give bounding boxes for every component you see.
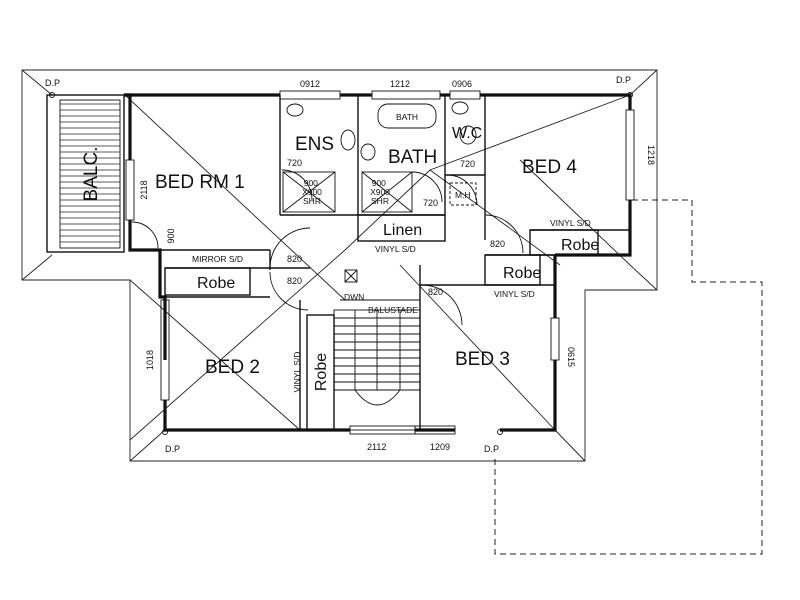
label-shower-ens-text: 900 [304, 178, 318, 188]
room-label-balcony: BALC. [81, 147, 102, 202]
downpipe-bottom-right: D.P [484, 444, 499, 454]
door-size-bed1: 820 [287, 254, 302, 264]
window-code-left-bed1: 2118 [139, 180, 149, 199]
room-label-robe-bed2: Robe [313, 353, 330, 391]
window-code-top-bath: 1212 [390, 79, 410, 89]
window-code-right-bed4: 1218 [646, 145, 656, 165]
shower-label-line: X900 [370, 187, 390, 197]
room-label-bed3: BED 3 [455, 349, 510, 370]
window-code-left-bed2: 1018 [145, 350, 155, 370]
door-size-wc: 720 [460, 159, 475, 169]
shower-label-line: SHR [303, 196, 321, 206]
downpipe-marker-bottom-left [162, 429, 168, 435]
label-stair-down: DWN [344, 292, 364, 302]
room-label-linen: Linen [383, 222, 422, 239]
room-label-ensuite: ENS [295, 134, 334, 155]
label-shower-bath-text: 900 [372, 178, 386, 188]
external-walls [124, 93, 632, 432]
bath-tub [377, 103, 437, 129]
room-label-robe-bed3: Robe [503, 265, 541, 282]
door-size-bath: 720 [423, 198, 438, 208]
room-label-bath: BATH [388, 147, 437, 168]
downpipe-top-right: D.P [616, 75, 631, 85]
window-code-right-bed3: 0615 [566, 347, 576, 367]
note-vinyl-sd-bed3: VINYL S/D [494, 289, 535, 299]
fixtures [282, 101, 477, 283]
shower-label-line: SHR [371, 196, 389, 206]
downpipe-marker-bottom-right [497, 429, 503, 435]
note-vinyl-sd-linen: VINYL S/D [375, 244, 416, 254]
toilet-ens [340, 129, 356, 151]
room-label-robe-bed4: Robe [561, 237, 599, 254]
note-vinyl-sd-bed4: VINYL S/D [550, 218, 591, 228]
downpipe-marker-top-right [627, 92, 633, 98]
window-code-top-wc: 0906 [452, 79, 472, 89]
toilet-wc [459, 125, 477, 145]
door-size-bed2: 820 [287, 276, 302, 286]
window-code-bottom-stair: 2112 [367, 442, 386, 452]
lower-floor-outline [494, 199, 763, 555]
door-size-bed1-side: 900 [166, 228, 176, 243]
basin-wc [451, 101, 469, 115]
shower-label-line: X900 [302, 187, 322, 197]
downpipe-top-left: D.P [45, 78, 60, 88]
balcony [46, 94, 125, 253]
room-label-wc: W.C [452, 125, 482, 142]
room-label-bed4: BED 4 [522, 157, 577, 178]
basin-bath [360, 143, 376, 161]
room-label-bed1: BED RM 1 [155, 172, 245, 193]
door-size-ens: 720 [287, 158, 302, 168]
shower-ens [282, 171, 336, 213]
door-swings [131, 169, 524, 326]
staircase [333, 299, 421, 431]
shower-bath [361, 171, 413, 213]
basin-ens [286, 103, 304, 117]
downpipe-marker-top-left [49, 92, 55, 98]
manhole [449, 182, 477, 206]
stair-arrow-icon [344, 269, 358, 283]
room-label-bed2: BED 2 [205, 357, 260, 378]
downpipe-bottom-left: D.P [165, 444, 180, 454]
note-mirror-sd: MIRROR S/D [192, 254, 243, 264]
label-bath-tub: BATH [396, 112, 418, 122]
note-vinyl-sd-bed2: VINYL S/D [292, 352, 302, 393]
door-size-bed3: 820 [428, 287, 443, 297]
label-manhole: M.H [455, 190, 471, 200]
room-label-robe-main: Robe [197, 275, 235, 292]
window-code-bottom-bed3: 1209 [430, 442, 450, 452]
label-balustade: BALUSTADE [368, 305, 418, 315]
window-code-top-ens: 0912 [300, 79, 320, 89]
roof-lines [21, 69, 658, 462]
door-size-bed4: 820 [490, 239, 505, 249]
